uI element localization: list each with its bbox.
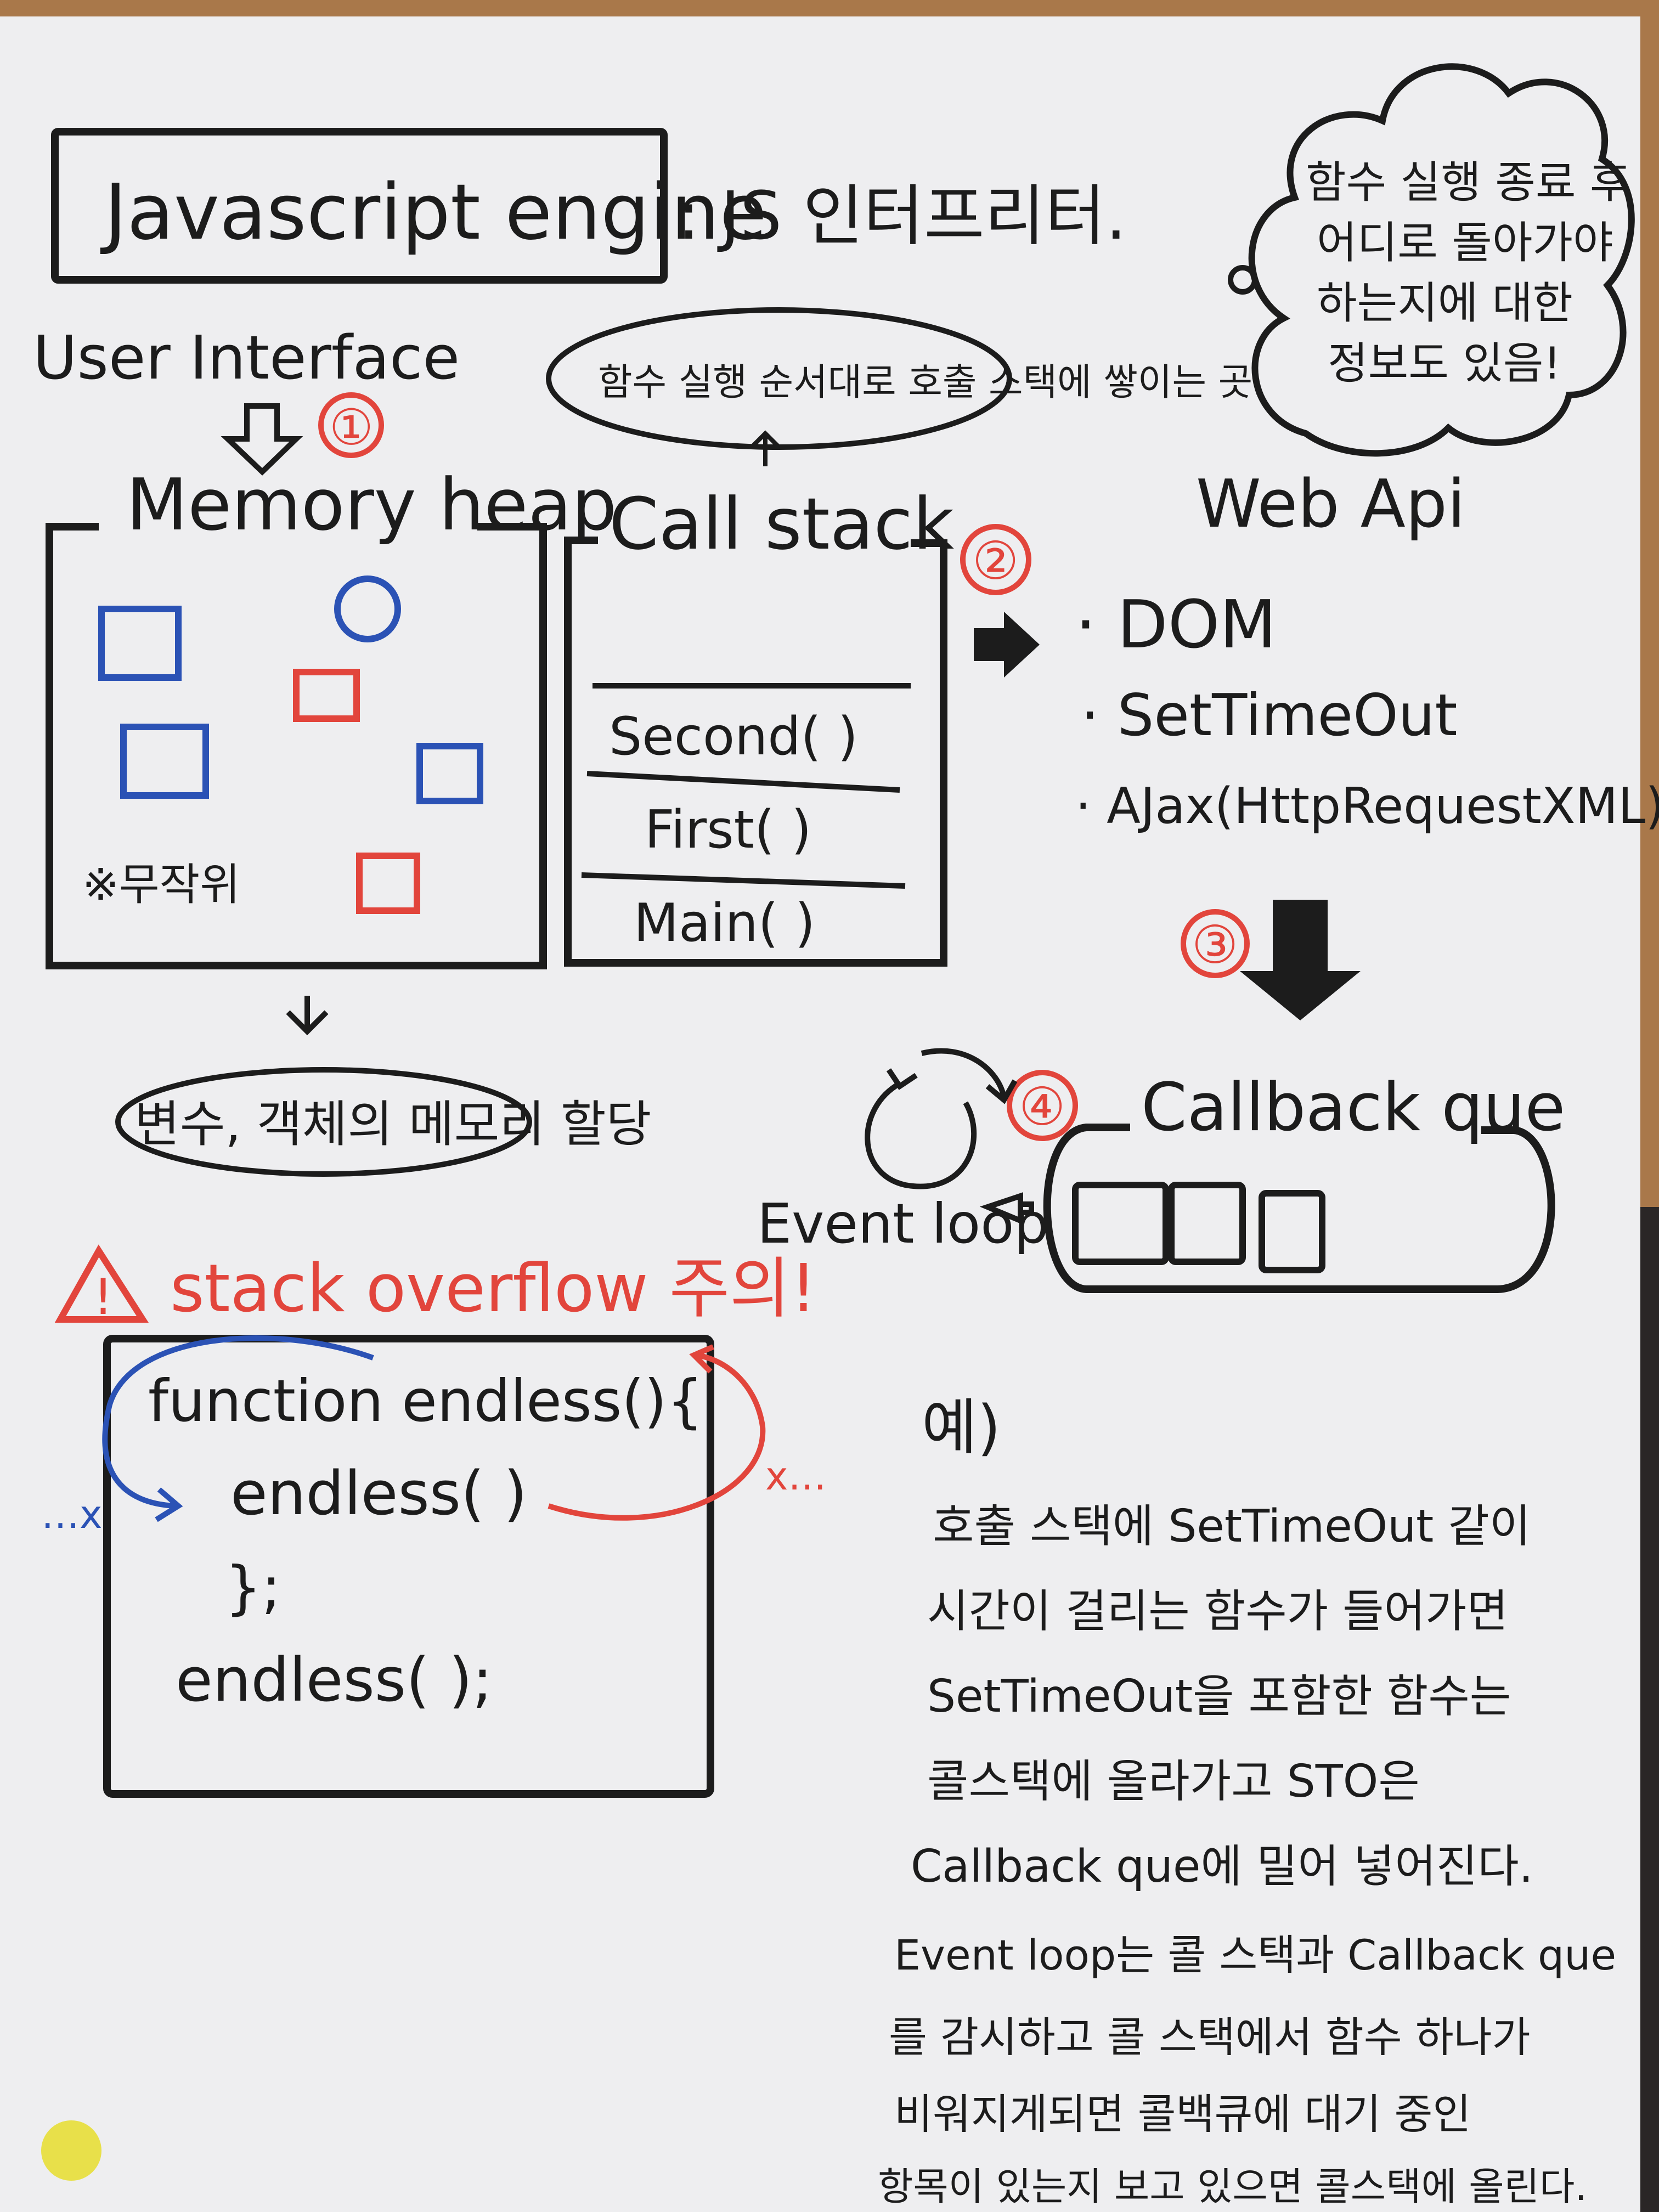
stack-frame-first: First( ) (645, 800, 811, 860)
yellow-magnet (41, 2120, 101, 2181)
web-api-ajax: · AJax(HttpRequestXML) (1075, 777, 1659, 835)
event-loop-label: Event loop (757, 1192, 1049, 1256)
code-line-4: endless( ); (176, 1645, 493, 1715)
example-line-7: 를 감시하고 콜 스택에서 함수 하나가 (889, 2013, 1531, 2062)
step-1-circle (318, 392, 384, 458)
down-arrow-to-queue (1240, 900, 1361, 1020)
stack-overflow-warning: stack overflow 주의! (170, 1251, 817, 1327)
bubble-up-arrow (750, 430, 781, 466)
ui-down-arrow (221, 403, 303, 476)
title-subtitle: : JS 인터프리터. (678, 178, 1126, 255)
example-line-9: 항목이 있는지 보고 있으면 콜스택에 올린다. (878, 2164, 1587, 2209)
heap-blue-square-1 (98, 606, 182, 681)
call-stack-right-arrow (974, 612, 1040, 678)
example-line-6: Event loop는 콜 스택과 Callback que (894, 1931, 1616, 1979)
cloud-line-1: 함수 실행 종료 후 (1306, 157, 1630, 208)
cloud-shape (1248, 63, 1635, 457)
example-line-8: 비워지게되면 콜백큐에 대기 중인 (894, 2090, 1471, 2138)
callback-queue-box (1043, 1124, 1555, 1293)
code-right-mark: x… (765, 1454, 826, 1499)
step-3-circle (1181, 909, 1250, 978)
step-4: ④ (1019, 1077, 1065, 1137)
stack-frame-main: Main( ) (634, 893, 815, 953)
heap-down-arrow (286, 996, 329, 1036)
cloud-line-2: 어디로 돌아가야 (1317, 217, 1613, 268)
code-line-1: function endless(){ (148, 1368, 703, 1435)
example-line-2: 시간이 걸리는 함수가 들어가면 (927, 1585, 1508, 1638)
red-recursion-arrow (548, 1344, 766, 1521)
queue-slot-2 (1168, 1182, 1246, 1265)
heap-blue-square-3 (416, 743, 483, 804)
heap-red-square-1 (293, 669, 360, 722)
queue-to-loop-arrow (979, 1192, 1034, 1225)
call-stack-bubble-text: 함수 실행 순서대로 호출 스택에 쌓이는 곳. (598, 361, 1265, 404)
call-stack-label: Call stack (609, 482, 954, 566)
queue-slot-1 (1072, 1182, 1169, 1265)
step-1: ① (329, 399, 374, 456)
title-engine: Javascript engine (100, 168, 767, 257)
cloud-tail-dot (1228, 265, 1257, 295)
web-api-dom: · DOM (1075, 587, 1277, 663)
code-line-3: }; (225, 1554, 281, 1621)
memory-allocation-note: 변수, 객체의 메모리 할당 (134, 1096, 651, 1153)
example-heading: 예) (922, 1392, 1001, 1463)
example-line-3: SetTimeOut을 포함한 함수는 (927, 1671, 1511, 1723)
code-box (103, 1335, 714, 1798)
dark-wall-corner (1640, 1207, 1659, 2212)
code-line-2: endless( ) (230, 1458, 527, 1528)
example-line-4: 콜스택에 올라가고 STO은 (927, 1756, 1420, 1808)
warning-icon-mark: ! (93, 1268, 113, 1326)
heap-random-note: ※무작위 (82, 859, 240, 910)
example-line-1: 호출 스택에 SetTimeOut 같이 (933, 1500, 1531, 1553)
stack-frame-second: Second( ) (609, 707, 858, 767)
step-2-circle (960, 524, 1031, 595)
blue-recursion-arrow (102, 1335, 374, 1522)
callback-queue-label: Callback que (1141, 1070, 1565, 1146)
cloud-line-3: 하는지에 대한 (1317, 278, 1573, 329)
heap-blue-circle (334, 575, 401, 642)
stack-divider-3 (581, 872, 906, 889)
step-2: ② (972, 531, 1019, 591)
example-line-5: Callback que에 밀어 넣어진다. (911, 1841, 1533, 1893)
title-box (51, 128, 668, 284)
step-3: ③ (1192, 915, 1238, 975)
code-left-mark: …x (41, 1492, 102, 1537)
memory-heap-box (46, 523, 547, 969)
warning-triangle-icon (54, 1244, 149, 1323)
call-stack-box (564, 537, 947, 967)
queue-slot-3 (1259, 1190, 1325, 1273)
step-4-circle (1007, 1070, 1078, 1141)
memory-heap-label: Memory heap (126, 463, 617, 546)
stack-divider-2 (586, 771, 900, 793)
heap-red-square-2 (356, 853, 420, 914)
heap-blue-square-2 (120, 724, 209, 799)
memory-allocation-bubble (115, 1067, 532, 1177)
web-api-label: Web Api (1196, 466, 1465, 543)
event-loop-curved-arrow (921, 1048, 1018, 1104)
web-api-settimeout: · SetTimeOut (1081, 682, 1458, 749)
event-loop-cycle (865, 1068, 977, 1189)
cloud-line-4: 정보도 있음! (1328, 338, 1561, 389)
user-interface-label: User Interface (33, 323, 460, 393)
whiteboard-surface (0, 16, 1640, 2212)
